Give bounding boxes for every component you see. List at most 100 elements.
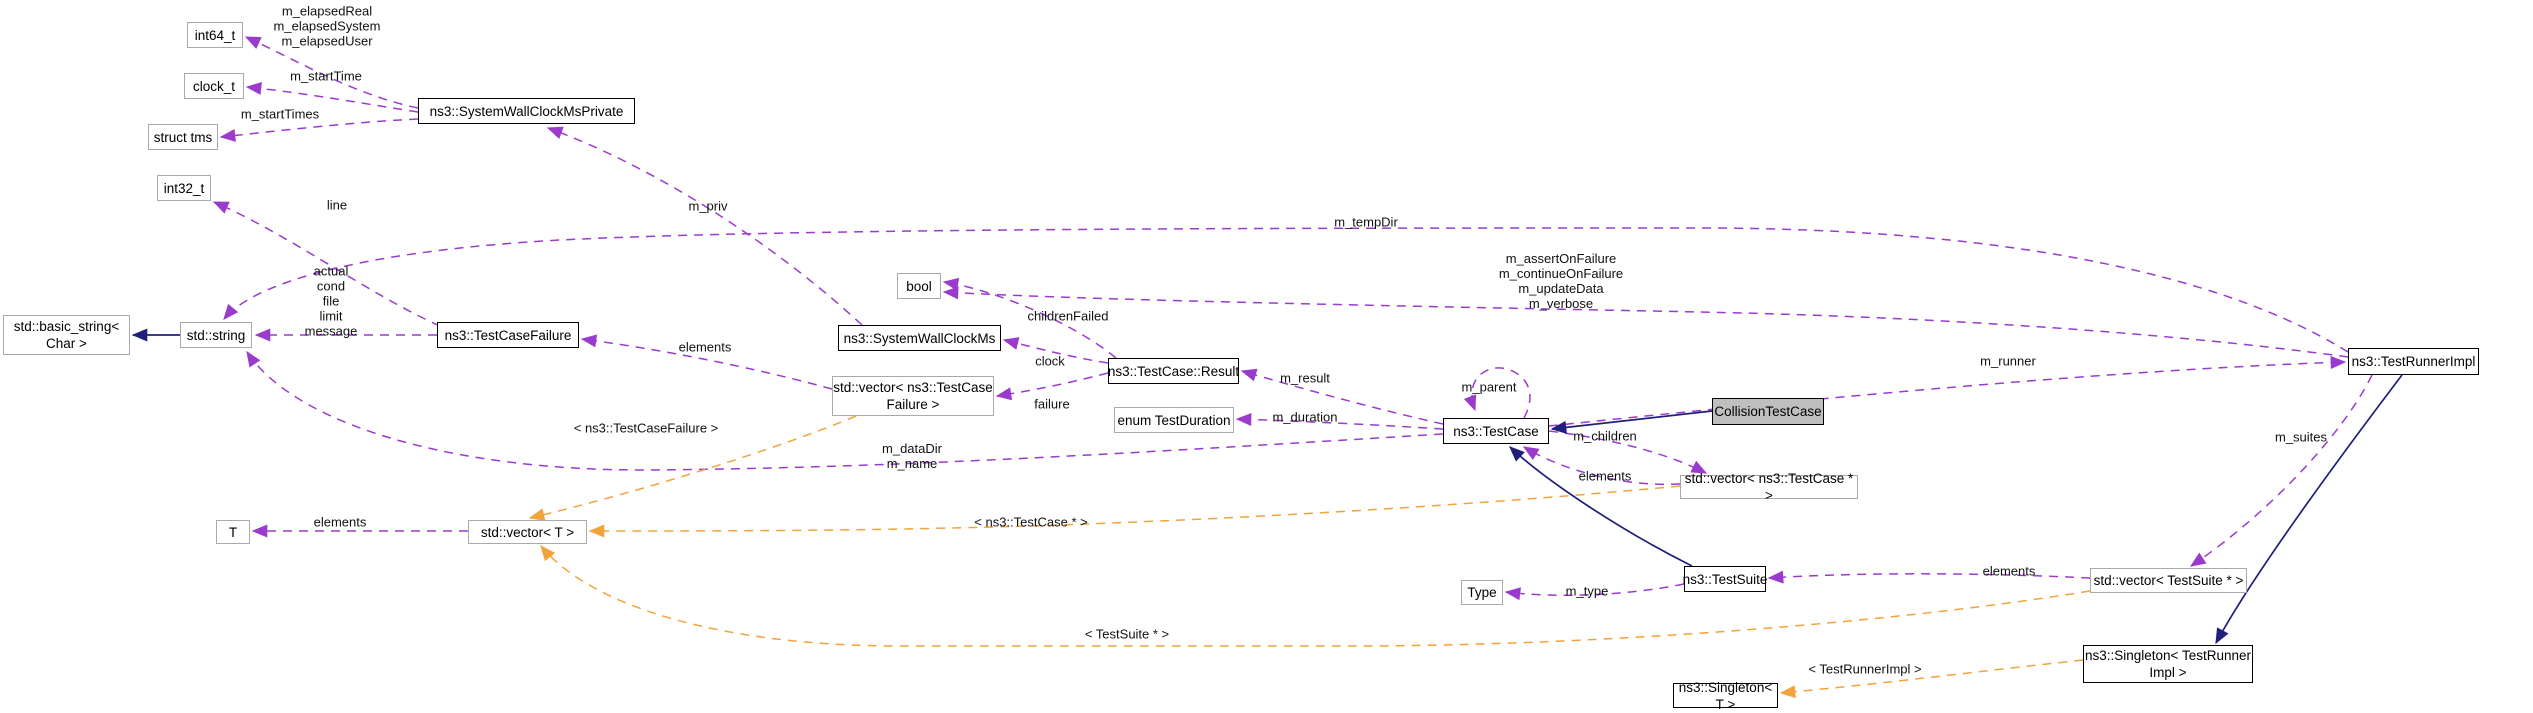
node-bool: bool <box>897 273 941 299</box>
edge-m-children <box>1548 430 1708 474</box>
edge-label-tmpl-runner: < TestRunnerImpl > <box>1808 661 1922 677</box>
node-label: int32_t <box>163 180 205 196</box>
node-label: CollisionTestCase <box>1714 404 1822 419</box>
node-label: ns3::SystemWallClockMsPrivate <box>429 103 624 119</box>
edge-tmpl-testcase <box>588 485 1681 538</box>
node-singleton-testrunnerimpl[interactable]: ns3::Singleton< TestRunner Impl > <box>2083 645 2253 683</box>
node-enum-testduration: enum TestDuration <box>1114 407 1234 433</box>
edge-label-m-parent: m_parent <box>1461 379 1517 395</box>
edge-label-m-starttime: m_startTime <box>290 68 362 84</box>
node-test-case-failure[interactable]: ns3::TestCaseFailure <box>437 322 579 348</box>
edge-label-m-priv: m_priv <box>688 198 728 214</box>
edge-label-m-datadir: m_dataDir m_name <box>882 441 942 471</box>
node-system-wall-clock-ms-private[interactable]: ns3::SystemWallClockMsPrivate <box>418 98 635 124</box>
node-testcase-result[interactable]: ns3::TestCase::Result <box>1108 358 1239 384</box>
node-label: ns3::SystemWallClockMs <box>843 330 996 346</box>
node-label: ns3::TestCase <box>1453 423 1539 439</box>
edge-m-elapsed <box>244 36 419 109</box>
node-clock-t: clock_t <box>184 73 244 99</box>
edge-label-m-type: m_type <box>1565 583 1609 599</box>
node-label: ns3::TestCase::Result <box>1107 363 1240 379</box>
node-basic-string: std::basic_string< Char > <box>3 315 130 355</box>
edge-label-tmpl-suite: < TestSuite * > <box>1084 626 1170 642</box>
edge-label-m-elapsed: m_elapsedReal m_elapsedSystem m_elapsedU… <box>273 3 381 49</box>
edge-label-failure: failure <box>1034 396 1070 412</box>
node-label: clock_t <box>192 78 236 94</box>
node-string: std::string <box>180 322 252 348</box>
edge-m-priv <box>546 126 863 326</box>
node-label: struct tms <box>153 129 213 145</box>
edge-inherit-collision <box>1550 410 1713 434</box>
node-t: T <box>216 520 250 544</box>
node-test-case[interactable]: ns3::TestCase <box>1443 418 1549 444</box>
node-label: int64_t <box>194 27 236 43</box>
node-label: ns3::Singleton< TestRunner Impl > <box>2085 648 2251 680</box>
edge-label-m-suites: m_suites <box>2274 429 2328 445</box>
edge-label-m-children: m_children <box>1573 428 1637 444</box>
node-label: std::vector< ns3::TestCase * > <box>1684 471 1854 503</box>
edge-label-m-result: m_result <box>1280 370 1330 386</box>
node-label: T <box>228 524 238 540</box>
edge-tmpl-suite <box>540 544 2091 647</box>
edge-m-datadir <box>246 350 1444 471</box>
node-label: bool <box>906 278 932 294</box>
edge-label-elements-failure: elements <box>678 339 732 355</box>
node-label: std::basic_string< Char > <box>13 319 120 351</box>
edge-label-elements-testcase: elements <box>1578 468 1632 484</box>
edge-label-runner-flags: m_assertOnFailure m_continueOnFailure m_… <box>1498 251 1624 311</box>
edge-elements-failure <box>580 334 833 390</box>
edge-label-m-tempdir: m_tempDir <box>1334 214 1398 230</box>
node-label: ns3::TestCaseFailure <box>444 327 572 343</box>
edge-label-childrenfailed: childrenFailed <box>1027 308 1109 324</box>
edge-label-elements-suite: elements <box>1982 563 2036 579</box>
edge-m-starttime <box>245 82 419 113</box>
edge-label-failure-members: actual cond file limit message <box>304 263 358 339</box>
edge-inherit-runner <box>2215 374 2403 645</box>
edge-m-suites <box>2189 374 2373 567</box>
edge-label-m-starttimes: m_startTimes <box>240 106 320 122</box>
edge-elements-testcase <box>1522 446 1681 486</box>
node-vector-testsuite-ptr: std::vector< TestSuite * > <box>2090 568 2247 593</box>
node-label: std::vector< T > <box>480 524 575 540</box>
node-label: ns3::TestRunnerImpl <box>2351 354 2476 369</box>
node-test-runner-impl[interactable]: ns3::TestRunnerImpl <box>2348 348 2479 375</box>
node-label: std::vector< TestSuite * > <box>2093 573 2244 588</box>
edge-label-clock: clock <box>1035 353 1065 369</box>
edge-inherit-testsuite <box>1509 446 1693 567</box>
node-test-suite[interactable]: ns3::TestSuite <box>1682 566 1768 592</box>
edge-childrenfailed <box>942 277 1117 359</box>
node-vector-t: std::vector< T > <box>468 520 587 544</box>
edge-label-m-runner: m_runner <box>1980 353 2036 369</box>
node-vector-testcase-ptr: std::vector< ns3::TestCase * > <box>1680 471 1858 503</box>
node-label: std::vector< ns3::TestCase Failure > <box>833 380 993 412</box>
edge-label-line: line <box>326 197 348 213</box>
node-system-wall-clock-ms[interactable]: ns3::SystemWallClockMs <box>838 325 1001 351</box>
node-collision-test-case[interactable]: CollisionTestCase <box>1712 398 1824 425</box>
node-type: Type <box>1461 580 1503 605</box>
edge-tmpl-failure <box>528 415 857 522</box>
node-label: ns3::Singleton< T > <box>1678 679 1773 712</box>
edge-label-tmpl-failure: < ns3::TestCaseFailure > <box>573 420 719 436</box>
edge-m-starttimes <box>219 118 419 142</box>
node-singleton-t[interactable]: ns3::Singleton< T > <box>1673 680 1778 712</box>
edge-m-duration <box>1235 412 1444 430</box>
node-label: ns3::TestSuite <box>1682 571 1768 587</box>
node-label: Type <box>1467 585 1497 600</box>
edge-label-tmpl-testcase: < ns3::TestCase * > <box>974 514 1088 530</box>
edge-failure <box>995 372 1109 401</box>
edge-m-type <box>1504 583 1685 601</box>
edge-runner-flags <box>942 286 2349 358</box>
edge-line <box>212 201 441 327</box>
edge-clock <box>1002 337 1109 364</box>
node-int32-t: int32_t <box>157 175 211 201</box>
edge-m-tempdir <box>223 227 2349 353</box>
node-int64-t: int64_t <box>187 22 243 48</box>
edge-elements-suite <box>1767 570 2091 584</box>
edge-label-elements-t: elements <box>313 514 367 530</box>
node-label: std::string <box>186 327 246 343</box>
edge-m-result <box>1240 368 1444 425</box>
edge-m-parent-loop <box>1463 367 1531 419</box>
node-vector-testcasefailure: std::vector< ns3::TestCase Failure > <box>832 376 994 416</box>
